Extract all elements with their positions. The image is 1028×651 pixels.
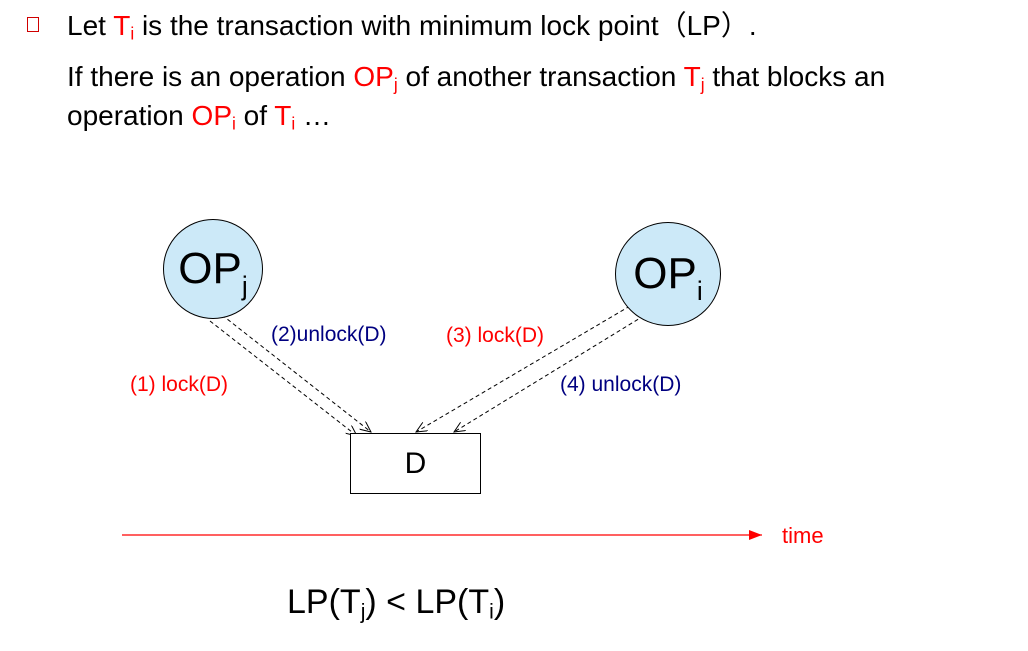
intro-line-1: Let Ti is the transaction with minimum l… [67,10,757,44]
edge-label-step1: (1) lock(D) [130,373,228,396]
data-item-box: D [350,433,481,494]
edge-label-step3: (3) lock(D) [446,324,544,347]
timeline-label: time [782,523,824,548]
edge-label-step2: (2)unlock(D) [271,323,387,346]
edge-unlock-opi-to-d [454,311,651,432]
operation-node-opj-label: OPj [178,244,248,301]
intro-line-3: operation OPi of Ti … [67,100,332,134]
operation-node-opj: OPj [163,219,263,319]
lock-point-formula: LP(Tj) < LP(Ti) [287,583,506,624]
edge-label-step4: (4) unlock(D) [560,373,682,396]
edge-lock-opj-to-d [209,320,357,436]
operation-node-opi: OPi [615,222,721,326]
square-bullet-icon [27,17,39,32]
operation-node-opi-label: OPi [633,249,703,306]
edge-unlock-opj-to-d [221,314,371,432]
intro-line-2: If there is an operation OPj of another … [67,61,886,95]
edge-lock-opi-to-d [416,305,631,432]
